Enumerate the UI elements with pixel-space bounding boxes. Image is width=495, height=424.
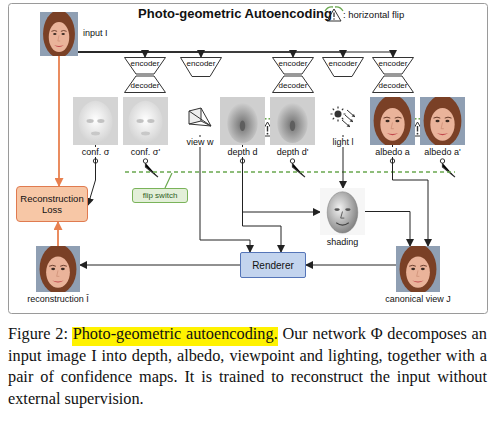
- flip-switch-leader: [165, 173, 172, 188]
- shading-image: shading: [320, 188, 365, 235]
- image-label-text: reconstruction Î: [26, 294, 90, 304]
- image-label-text: depth d: [226, 147, 258, 157]
- image-label-text: albedo a: [374, 147, 411, 157]
- depth-illustration: [220, 97, 265, 145]
- depth-illustration: [270, 97, 315, 145]
- encoder: encoder: [322, 57, 364, 77]
- face-illustration: [36, 246, 80, 292]
- encoder-label: encoder: [272, 59, 314, 68]
- face-illustration: [370, 97, 415, 145]
- flow-arrow: [365, 212, 410, 247]
- box-content: flip switch: [133, 189, 187, 202]
- flow-arrow: [80, 265, 240, 266]
- loss-arrow: [58, 56, 60, 186]
- image-label-text: light l: [331, 137, 354, 147]
- encoder-label: encoder: [372, 59, 414, 68]
- image-label: shading: [290, 237, 395, 247]
- depth-map: depth d': [270, 97, 315, 145]
- box-label: Reconstruction Loss: [17, 193, 87, 215]
- flow-arrow: [393, 145, 429, 246]
- loss-box: Reconstruction Loss: [16, 186, 88, 222]
- shade-illustration: [320, 188, 365, 235]
- image-label-text: conf. σ: [81, 147, 111, 157]
- light-icon: light l: [330, 105, 356, 135]
- face-image: reconstruction Î: [36, 246, 80, 292]
- cam-illustration: [186, 105, 214, 135]
- encoder-decoder: encoder decoder: [272, 57, 314, 93]
- encoder: encoder: [180, 57, 222, 77]
- image-label: depth d': [240, 147, 345, 157]
- decoder-label: decoder: [124, 81, 166, 90]
- image-label-text: view w: [185, 137, 214, 147]
- image-label-text: depth d': [276, 147, 310, 157]
- face-illustration: [40, 12, 78, 56]
- flip-switch-link: [125, 171, 455, 172]
- box-label: flip switch: [143, 191, 178, 200]
- encoder-decoder: encoder decoder: [124, 57, 166, 93]
- image-label: conf. σ': [93, 147, 198, 157]
- decoder-label: decoder: [372, 81, 414, 90]
- decoder-label: decoder: [272, 81, 314, 90]
- figure-title: Photo-geometric Autoencoding: [120, 6, 350, 21]
- image-label: canonical view J: [366, 294, 470, 304]
- flow-arrow: [306, 265, 396, 266]
- conf-illustration: [73, 97, 118, 145]
- image-label-text: albedo a': [423, 147, 461, 157]
- depth-map: depth d: [220, 97, 265, 145]
- switch-blades: [146, 163, 456, 177]
- confidence-map: conf. σ: [73, 97, 118, 145]
- legend-text: : horizontal flip: [343, 9, 404, 20]
- renderer-box: Renderer: [240, 252, 306, 278]
- light-illustration: [330, 105, 356, 135]
- box-label: Renderer: [252, 260, 294, 271]
- face-image: albedo a': [420, 97, 465, 145]
- switch-terminals: [93, 159, 444, 163]
- box-content: Renderer: [241, 253, 305, 277]
- image-label-text: canonical view J: [384, 294, 452, 304]
- face-image: input I: [40, 12, 78, 56]
- flow-arrow: [78, 52, 393, 57]
- flow-arrow: [243, 145, 282, 252]
- flow-arrow: [78, 52, 293, 57]
- face-illustration: [396, 246, 440, 292]
- switch-label: flip switch: [132, 188, 188, 203]
- confidence-map: conf. σ': [123, 97, 168, 145]
- image-label: reconstruction Î: [6, 294, 110, 304]
- loss-arrow: [57, 222, 59, 246]
- box-content: Reconstruction Loss: [17, 187, 87, 221]
- encoder-decoder: encoder decoder: [372, 57, 414, 93]
- figure-caption: Figure 2: Photo-geometric autoencoding. …: [8, 323, 487, 409]
- image-label: albedo a': [390, 147, 495, 157]
- encoder-label: encoder: [124, 59, 166, 68]
- image-label-text: shading: [326, 237, 360, 247]
- viewpoint-icon: view w: [186, 105, 214, 135]
- figure-border: [9, 4, 488, 314]
- flow-arrow: [78, 52, 201, 57]
- encoder-label: encoder: [180, 59, 222, 68]
- face-image: albedo a: [370, 97, 415, 145]
- image-label-text: conf. σ': [130, 147, 161, 157]
- conf-illustration: [123, 97, 168, 145]
- image-label: input I: [82, 28, 109, 38]
- face-image: canonical view J: [396, 246, 440, 292]
- flow-arrow: [78, 52, 343, 57]
- encoder-label: encoder: [322, 59, 364, 68]
- face-illustration: [420, 97, 465, 145]
- flow-arrow: [78, 52, 145, 57]
